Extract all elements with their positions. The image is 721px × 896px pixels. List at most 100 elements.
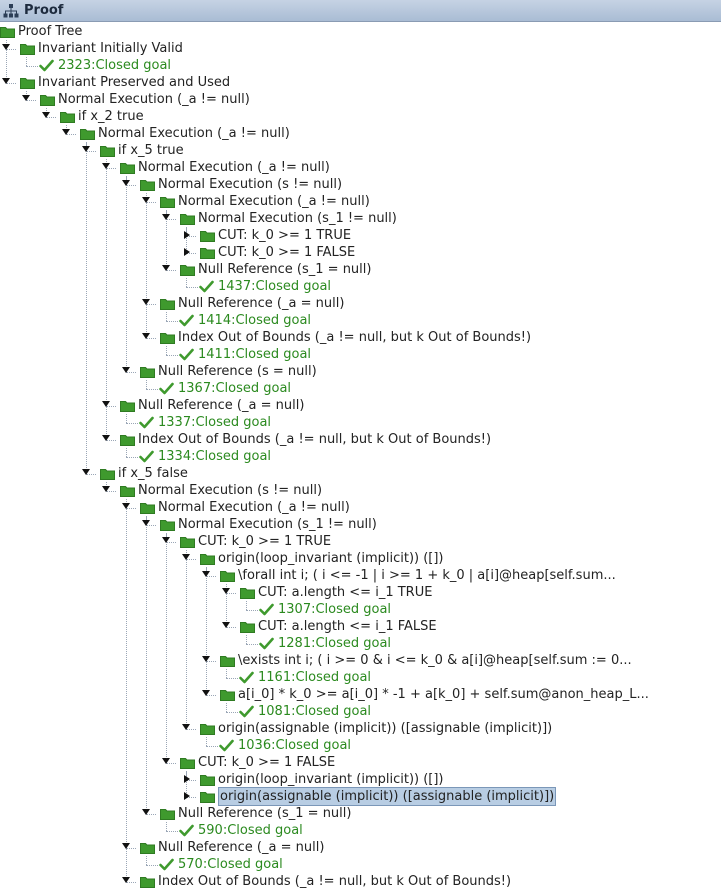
- tree-connector: [226, 712, 238, 713]
- closed-goal-node[interactable]: 1036:Closed goal: [0, 737, 721, 754]
- tree-node[interactable]: if x_5 false: [0, 465, 721, 482]
- expand-toggle-icon[interactable]: [202, 690, 210, 696]
- expand-toggle-icon[interactable]: [122, 877, 130, 883]
- tree-node[interactable]: a[i_0] * k_0 >= a[i_0] * -1 + a[k_0] + s…: [0, 686, 721, 703]
- tree-node[interactable]: \exists int i; ( i >= 0 & i <= k_0 & a[i…: [0, 652, 721, 669]
- tree-node[interactable]: Normal Execution (_a != null): [0, 193, 721, 210]
- tree-node[interactable]: origin(loop_invariant (implicit)) ([]): [0, 771, 721, 788]
- closed-goal-node[interactable]: 590:Closed goal: [0, 822, 721, 839]
- closed-goal-node[interactable]: 2323:Closed goal: [0, 57, 721, 74]
- tree-node[interactable]: CUT: a.length <= i_1 TRUE: [0, 584, 721, 601]
- closed-goal-node[interactable]: 1281:Closed goal: [0, 635, 721, 652]
- expand-toggle-icon[interactable]: [222, 622, 230, 628]
- tree-connector: [26, 66, 38, 67]
- expand-toggle-icon[interactable]: [182, 724, 190, 730]
- closed-goal-node[interactable]: 570:Closed goal: [0, 856, 721, 873]
- tree-connector: [146, 856, 147, 865]
- tree-node[interactable]: Null Reference (_a = null): [0, 397, 721, 414]
- tree-node[interactable]: CUT: k_0 >= 1 TRUE: [0, 227, 721, 244]
- tree-node[interactable]: Index Out of Bounds (_a != null, but k O…: [0, 431, 721, 448]
- closed-goal-node[interactable]: 1437:Closed goal: [0, 278, 721, 295]
- tree-connector: [126, 882, 136, 883]
- tree-connector: [166, 219, 176, 220]
- tree-node[interactable]: Index Out of Bounds (_a != null, but k O…: [0, 329, 721, 346]
- expand-toggle-icon[interactable]: [202, 571, 210, 577]
- closed-goal-node[interactable]: 1367:Closed goal: [0, 380, 721, 397]
- tree-node[interactable]: origin(loop_invariant (implicit)) ([]): [0, 550, 721, 567]
- expand-toggle-icon[interactable]: [142, 333, 150, 339]
- collapse-toggle-icon[interactable]: [184, 231, 190, 239]
- closed-goal-node[interactable]: 1414:Closed goal: [0, 312, 721, 329]
- expand-toggle-icon[interactable]: [122, 367, 130, 373]
- collapse-toggle-icon[interactable]: [184, 775, 190, 783]
- expand-toggle-icon[interactable]: [182, 554, 190, 560]
- expand-toggle-icon[interactable]: [162, 265, 170, 271]
- tree-node[interactable]: if x_5 true: [0, 142, 721, 159]
- expand-toggle-icon[interactable]: [62, 129, 70, 135]
- tree-node[interactable]: Null Reference (_a = null): [0, 839, 721, 856]
- tree-node[interactable]: CUT: k_0 >= 1 FALSE: [0, 754, 721, 771]
- tree-node[interactable]: origin(assignable (implicit)) ([assignab…: [0, 787, 721, 806]
- expand-toggle-icon[interactable]: [162, 214, 170, 220]
- tree-node[interactable]: Normal Execution (s != null): [0, 482, 721, 499]
- expand-toggle-icon[interactable]: [162, 758, 170, 764]
- closed-goal-node[interactable]: 1161:Closed goal: [0, 669, 721, 686]
- expand-toggle-icon[interactable]: [122, 843, 130, 849]
- tree-node[interactable]: Normal Execution (s_1 != null): [0, 516, 721, 533]
- tree-node[interactable]: Null Reference (s = null): [0, 363, 721, 380]
- expand-toggle-icon[interactable]: [102, 163, 110, 169]
- collapse-toggle-icon[interactable]: [184, 248, 190, 256]
- expand-toggle-icon[interactable]: [142, 299, 150, 305]
- closed-goal-node[interactable]: 1334:Closed goal: [0, 448, 721, 465]
- expand-toggle-icon[interactable]: [102, 401, 110, 407]
- collapse-toggle-icon[interactable]: [184, 792, 190, 800]
- expand-toggle-icon[interactable]: [42, 112, 50, 118]
- tree-node[interactable]: Normal Execution (_a != null): [0, 499, 721, 516]
- expand-toggle-icon[interactable]: [22, 95, 30, 101]
- expand-toggle-icon[interactable]: [2, 78, 10, 84]
- tree-connector: [146, 525, 156, 526]
- expand-toggle-icon[interactable]: [222, 588, 230, 594]
- tree-node[interactable]: Normal Execution (s_1 != null): [0, 210, 721, 227]
- tree-node[interactable]: Index Out of Bounds (_a != null, but k O…: [0, 873, 721, 890]
- expand-toggle-icon[interactable]: [162, 537, 170, 543]
- closed-goal-node[interactable]: 1307:Closed goal: [0, 601, 721, 618]
- closed-goal-node[interactable]: 1411:Closed goal: [0, 346, 721, 363]
- expand-toggle-icon[interactable]: [82, 469, 90, 475]
- expand-toggle-icon[interactable]: [142, 520, 150, 526]
- tree-node[interactable]: CUT: k_0 >= 1 FALSE: [0, 244, 721, 261]
- tree-node[interactable]: Invariant Initially Valid: [0, 40, 721, 57]
- tree-node[interactable]: Proof Tree: [0, 23, 721, 40]
- tree-connector: [246, 644, 258, 645]
- closed-goal-check-icon: [179, 824, 194, 842]
- closed-goal-node[interactable]: 1337:Closed goal: [0, 414, 721, 431]
- tree-node[interactable]: Normal Execution (_a != null): [0, 159, 721, 176]
- expand-toggle-icon[interactable]: [82, 146, 90, 152]
- tree-node[interactable]: CUT: a.length <= i_1 FALSE: [0, 618, 721, 635]
- tree-node[interactable]: CUT: k_0 >= 1 TRUE: [0, 533, 721, 550]
- tree-node[interactable]: origin(assignable (implicit)) ([assignab…: [0, 720, 721, 737]
- tree-node[interactable]: Invariant Preserved and Used: [0, 74, 721, 91]
- expand-toggle-icon[interactable]: [122, 180, 130, 186]
- expand-toggle-icon[interactable]: [102, 435, 110, 441]
- tree-node-label: Normal Execution (_a != null): [58, 92, 250, 107]
- tree-node[interactable]: if x_2 true: [0, 108, 721, 125]
- tree-connector: [166, 210, 167, 270]
- expand-toggle-icon[interactable]: [142, 197, 150, 203]
- expand-toggle-icon[interactable]: [142, 809, 150, 815]
- tree-node[interactable]: Null Reference (s_1 = null): [0, 261, 721, 278]
- closed-goal-node[interactable]: 1081:Closed goal: [0, 703, 721, 720]
- folder-icon: [200, 247, 215, 264]
- expand-toggle-icon[interactable]: [102, 486, 110, 492]
- tree-node[interactable]: Normal Execution (_a != null): [0, 91, 721, 108]
- tree-node[interactable]: Normal Execution (s != null): [0, 176, 721, 193]
- expand-toggle-icon[interactable]: [2, 44, 10, 50]
- tree-node[interactable]: Null Reference (_a = null): [0, 295, 721, 312]
- expand-toggle-icon[interactable]: [202, 656, 210, 662]
- expand-toggle-icon[interactable]: [122, 503, 130, 509]
- tree-node[interactable]: \forall int i; ( i <= -1 | i >= 1 + k_0 …: [0, 567, 721, 584]
- tree-node[interactable]: Null Reference (s_1 = null): [0, 805, 721, 822]
- tree-node[interactable]: Normal Execution (_a != null): [0, 125, 721, 142]
- tree-connector: [226, 669, 227, 678]
